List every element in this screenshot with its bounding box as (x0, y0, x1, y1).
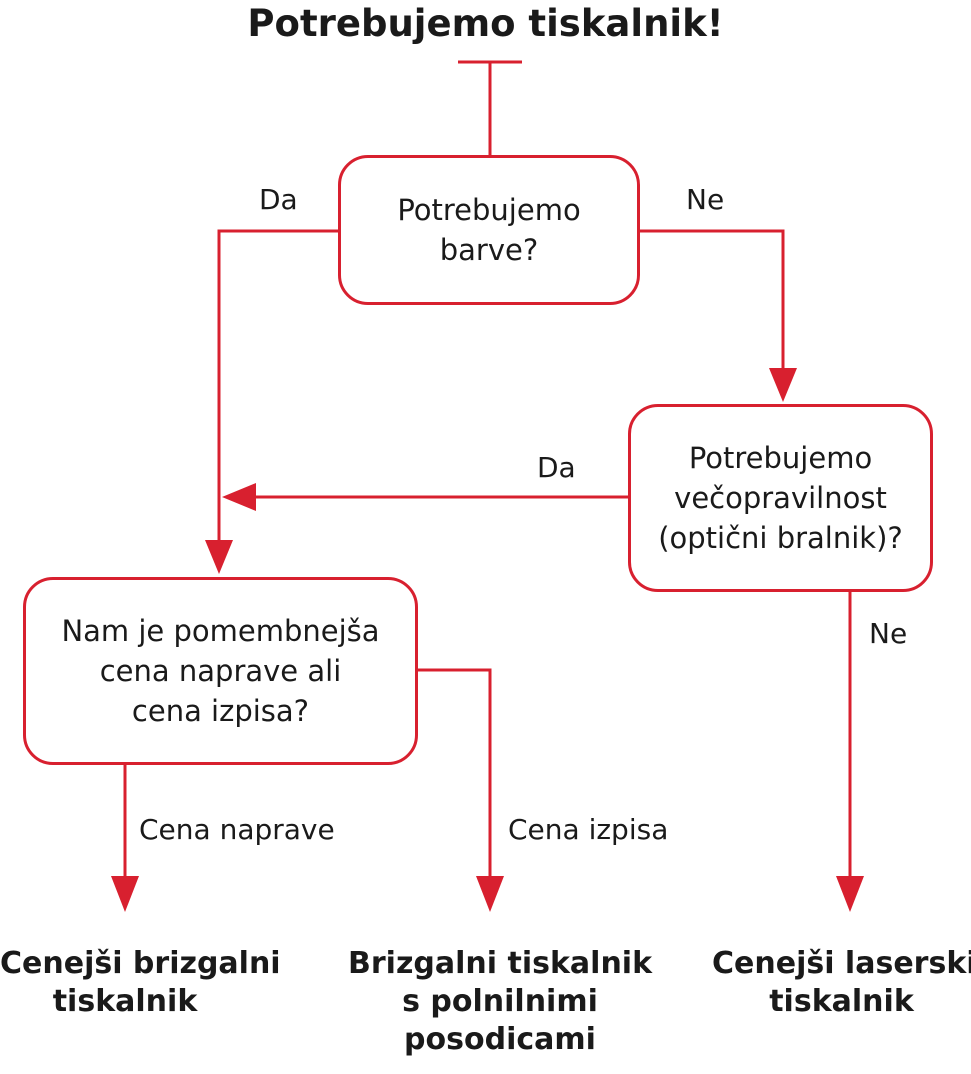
node-multi-line-3: (optični bralnik)? (658, 521, 903, 555)
edge-label-price-print: Cena izpisa (508, 813, 669, 846)
arrowhead-multi-node (769, 368, 797, 402)
node-colors-line-2: barve? (439, 233, 539, 267)
edge-label-colors-yes: Da (259, 183, 298, 216)
node-price-line-3: cena izpisa? (131, 694, 310, 728)
decision-node-price: Nam je pomembnejša cena naprave ali cena… (23, 577, 418, 765)
decision-node-multifunction: Potrebujemo večopravilnost (optični bral… (628, 404, 933, 592)
edge-label-multi-yes: Da (537, 451, 576, 484)
node-multi-line-2: večopravilnost (674, 481, 887, 515)
outcome-inkjet-tank-printer: Brizgalni tiskalnik s polnilnimi posodic… (348, 945, 652, 1059)
node-price-line-1: Nam je pomembnejša (61, 614, 380, 648)
decision-node-colors: Potrebujemo barve? (338, 155, 640, 305)
arrowhead-left-trunk (222, 483, 256, 511)
outcome-inkjet-tanks-line-1: Brizgalni tiskalnik (348, 946, 653, 981)
outcome-inkjet-tanks-line-3: posodicami (404, 1022, 596, 1057)
arrowhead-laser (836, 876, 864, 912)
outcome-inkjet-tanks-line-2: s polnilnimi (402, 984, 598, 1019)
outcome-cheap-laser-printer: Cenejši laserski tiskalnik (712, 945, 971, 1021)
diagram-title: Potrebujemo tiskalnik! (247, 2, 724, 45)
edge-label-colors-no: Ne (686, 183, 725, 216)
edge-label-price-device: Cena naprave (139, 813, 335, 846)
arrowhead-inkjet-tanks (476, 876, 504, 912)
outcome-inkjet-cheap-line-2: tiskalnik (52, 984, 198, 1019)
outcome-laser-line-1: Cenejši laserski (712, 946, 971, 981)
outcome-inkjet-cheap-line-1: Cenejši brizgalni (0, 946, 281, 981)
connector-price-print (418, 668, 492, 884)
outcome-laser-line-2: tiskalnik (769, 984, 914, 1019)
arrowhead-inkjet-cheap (111, 876, 139, 912)
connector-colors-yes (217, 229, 338, 548)
node-colors-line-1: Potrebujemo (397, 193, 581, 227)
outcome-cheap-inkjet-printer: Cenejši brizgalni tiskalnik (0, 945, 281, 1021)
node-price-line-2: cena naprave ali (99, 654, 342, 688)
connector-colors-no (640, 229, 785, 376)
node-multi-line-1: Potrebujemo (688, 441, 873, 475)
edge-label-multi-no: Ne (869, 617, 908, 650)
arrowhead-price-node (205, 540, 233, 574)
